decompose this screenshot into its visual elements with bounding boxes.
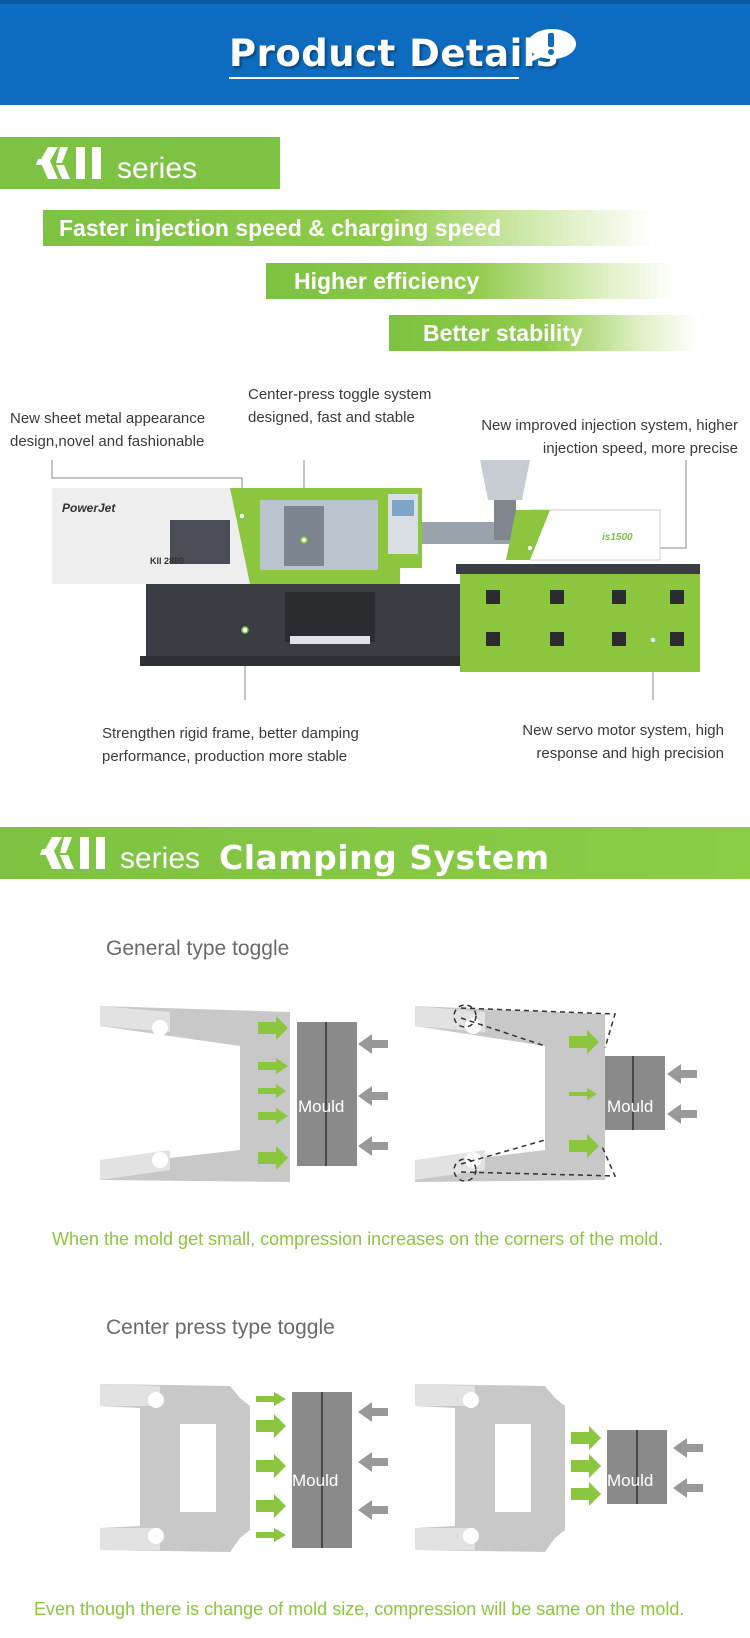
kii-logo-icon [40, 837, 105, 869]
unit-plate: is1500 [602, 532, 633, 543]
general-toggle-diagram-small-mould: Mould [415, 1004, 697, 1182]
page-title: Product Details [229, 32, 559, 75]
page-header: Product Details [0, 0, 750, 105]
general-toggle-note: When the mold get small, compression inc… [52, 1229, 664, 1249]
feature-efficiency: Higher efficiency [266, 263, 676, 299]
mould-label: Mould [298, 1097, 344, 1116]
kii-logo-icon [36, 147, 101, 179]
center-toggle-note: Even though there is change of mold size… [34, 1599, 685, 1619]
mould-label: Mould [292, 1471, 338, 1490]
machine-model-plate: KII 2880 [150, 556, 184, 566]
clamping-series-label: series [120, 842, 201, 875]
exclamation-bubble-icon [526, 29, 576, 64]
general-toggle-diagram-large-mould: Mould [100, 1006, 388, 1182]
title-underline [229, 77, 519, 79]
mould-label: Mould [607, 1471, 653, 1490]
feature-injection-speed: Faster injection speed & charging speed [43, 210, 653, 246]
center-toggle-diagram-small-mould: Mould [415, 1384, 703, 1552]
general-toggle-subtitle: General type toggle [106, 937, 290, 960]
clamping-title: Clamping System [219, 838, 550, 877]
feature-stability: Better stability [389, 315, 699, 351]
series-label: series [117, 152, 198, 185]
center-toggle-diagram-large-mould: Mould [100, 1384, 388, 1552]
injection-machine-illustration: PowerJet KII 2880 is1500 [51, 460, 700, 700]
center-toggle-subtitle: Center press type toggle [106, 1316, 335, 1339]
machine-brand: PowerJet [62, 501, 116, 515]
mould-label: Mould [607, 1097, 653, 1116]
clamping-banner [0, 827, 750, 879]
